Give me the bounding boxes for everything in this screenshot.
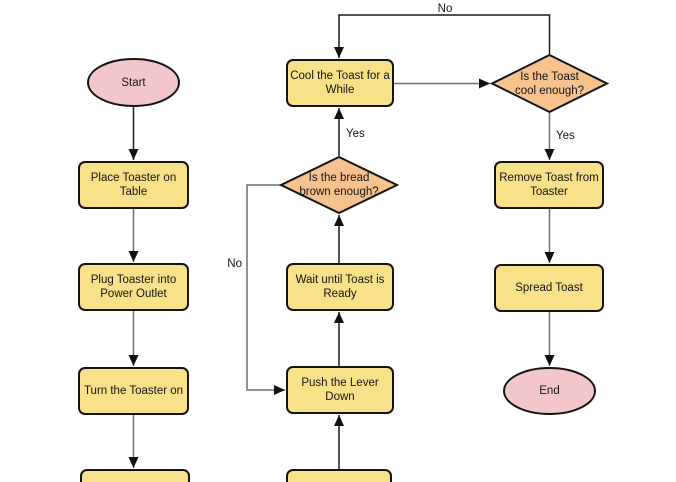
decision-toast-cool-shape[interactable]	[489, 53, 610, 114]
connector-bread-no-to-push	[246, 184, 285, 395]
process-bottom-middle-shape[interactable]	[286, 469, 392, 482]
end-terminator-shape[interactable]	[503, 367, 596, 415]
connector-cool-no-loop	[334, 14, 551, 58]
process-turn-on-shape[interactable]	[78, 367, 189, 415]
edge-label-no-bread-brown: No	[227, 258, 242, 270]
process-bottom-left-shape[interactable]	[80, 469, 190, 482]
process-plug-toaster-shape[interactable]	[78, 263, 189, 311]
process-spread-toast-shape[interactable]	[494, 264, 604, 312]
process-remove-toast-shape[interactable]	[494, 161, 604, 209]
edge-label-yes-toast-cool: Yes	[556, 130, 575, 142]
process-cool-toast-shape[interactable]	[286, 59, 394, 107]
process-push-lever-shape[interactable]	[286, 366, 394, 414]
process-place-toaster-shape[interactable]	[78, 161, 189, 209]
edge-label-yes-bread-brown: Yes	[346, 128, 365, 140]
process-wait-toast-shape[interactable]	[286, 263, 394, 311]
edge-label-no-top-loop: No	[438, 3, 453, 15]
decision-bread-brown-shape[interactable]	[278, 155, 400, 215]
start-terminator-shape[interactable]	[87, 58, 180, 107]
